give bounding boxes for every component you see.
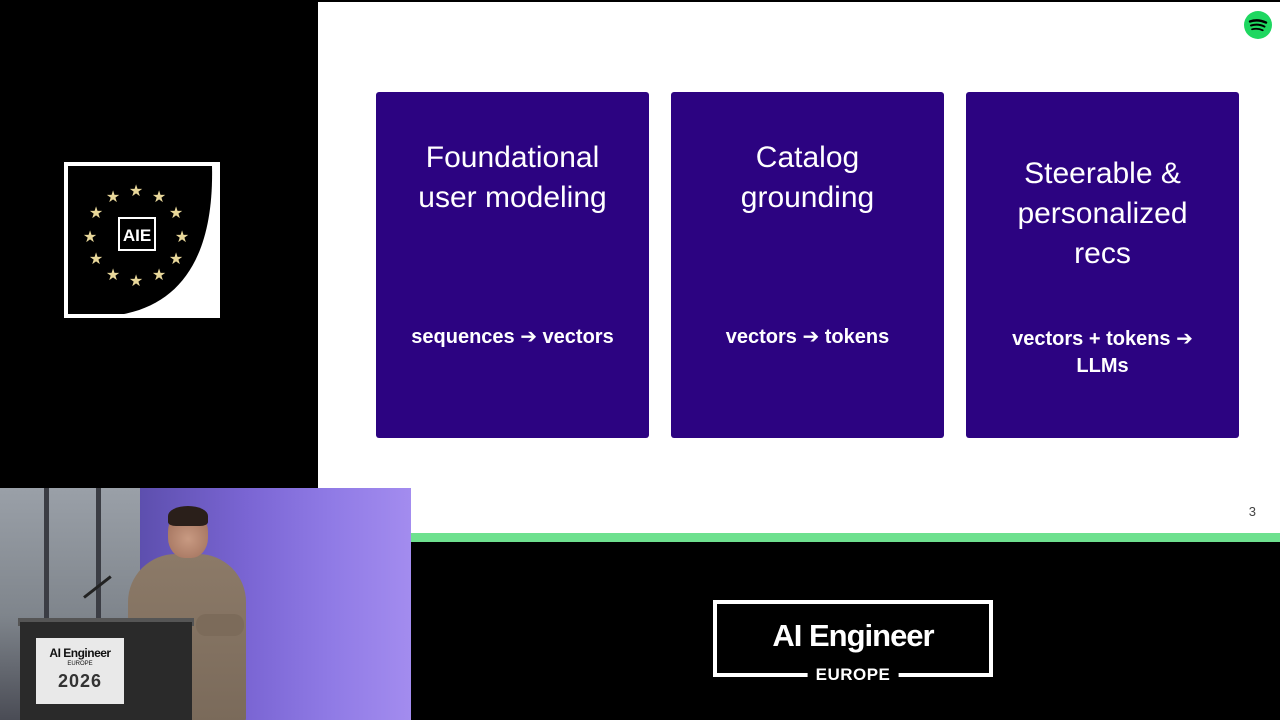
svg-text:★: ★	[152, 189, 166, 206]
podium-brand-text: AI Engineer	[49, 646, 111, 660]
event-brand-logo: AI Engineer EUROPE	[713, 600, 993, 685]
svg-text:★: ★	[169, 251, 183, 268]
svg-text:★: ★	[106, 189, 120, 206]
spotify-icon	[1244, 11, 1272, 39]
star-ring-icon: ★ ★ ★ ★ ★ ★ ★ ★ ★ ★ ★ ★	[83, 183, 189, 290]
speaker-arm	[196, 614, 244, 636]
card-subtitle: vectors ➔ tokens	[725, 326, 890, 348]
svg-text:★: ★	[129, 273, 143, 290]
speaker-camera-feed: AI Engineer EUROPE 2026	[0, 488, 411, 720]
card-title: Foundational user modeling	[418, 141, 607, 214]
presentation-slide: Foundational user modeling sequences ➔ v…	[318, 2, 1280, 542]
svg-text:★: ★	[106, 267, 120, 284]
aie-logo-text: AIE	[123, 226, 151, 245]
svg-text:★: ★	[169, 205, 183, 222]
event-brand-region: EUROPE	[807, 665, 899, 685]
svg-text:★: ★	[89, 251, 103, 268]
card-subtitle: vectors + tokens ➔ LLMs	[1012, 328, 1193, 377]
slide-page-number: 3	[1248, 504, 1256, 519]
svg-text:★: ★	[89, 205, 103, 222]
card-title: Steerable & personalized recs	[1017, 157, 1188, 270]
svg-text:★: ★	[129, 183, 143, 200]
svg-text:★: ★	[175, 229, 189, 246]
event-brand-name: AI Engineer	[772, 618, 934, 653]
podium-year-text: 2026	[57, 671, 103, 691]
card-foundational-user-modeling: Foundational user modeling sequences ➔ v…	[376, 92, 649, 438]
svg-text:★: ★	[83, 229, 97, 246]
podium-sign: AI Engineer EUROPE 2026	[36, 638, 124, 704]
svg-text:★: ★	[152, 267, 166, 284]
speaker-hair	[168, 506, 208, 526]
slide-accent-bar	[318, 533, 1280, 542]
card-catalog-grounding: Catalog grounding vectors ➔ tokens	[671, 92, 944, 438]
podium-region-text: EUROPE	[67, 661, 93, 667]
card-subtitle: sequences ➔ vectors	[411, 326, 614, 348]
aie-conference-logo: ★ ★ ★ ★ ★ ★ ★ ★ ★ ★ ★ ★ AIE	[64, 162, 220, 318]
card-steerable-personalized-recs: Steerable & personalized recs vectors + …	[966, 92, 1239, 438]
card-title: Catalog grounding	[740, 141, 875, 214]
